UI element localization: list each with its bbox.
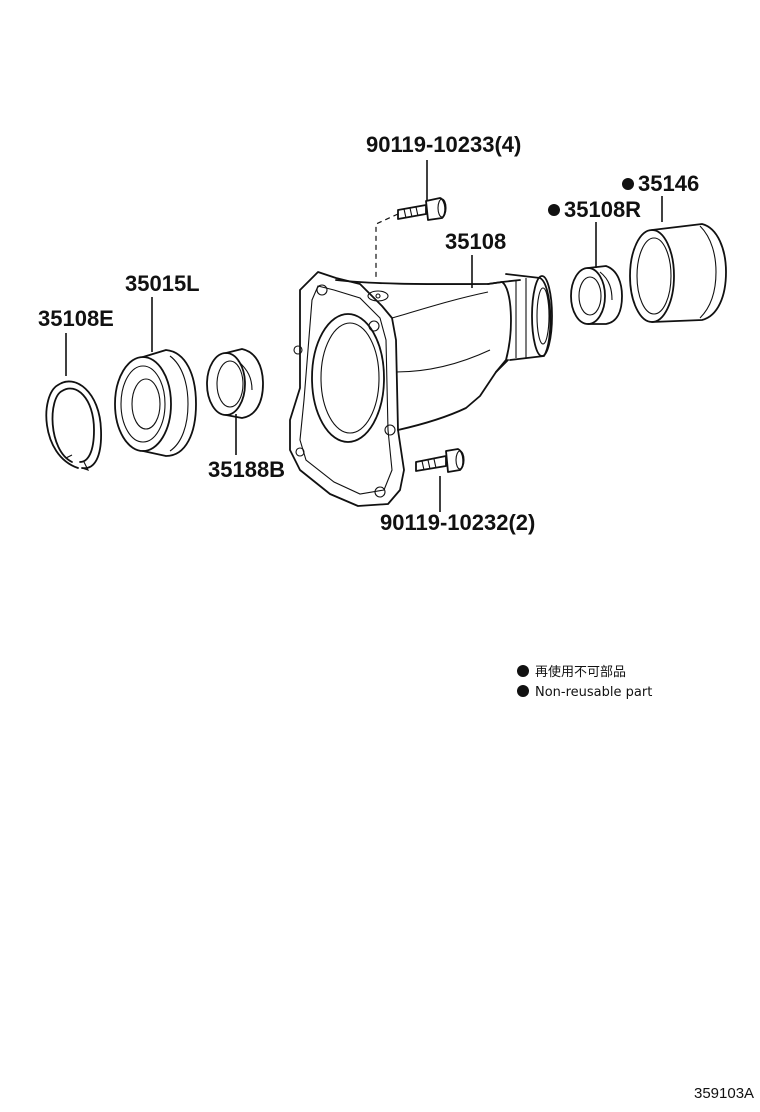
lower-bolt-part [415, 448, 465, 473]
label-bolt-upper: 90119-10233(4) [366, 132, 521, 157]
upper-bolt-part [397, 197, 447, 221]
non-reusable-marker-dust-deflector [622, 178, 634, 190]
snap-ring-part [45, 380, 102, 471]
spacer-part [206, 348, 264, 419]
oil-seal-part [570, 265, 623, 325]
legend-text-english: Non-reusable part [535, 685, 652, 700]
bearing-part [114, 349, 197, 457]
extension-housing-part [289, 271, 553, 507]
legend-text-japanese: 再使用不可部品 [535, 664, 626, 680]
label-bearing: 35015L [125, 271, 200, 296]
label-spacer: 35188B [208, 457, 285, 482]
assembly-line-upper-bolt [375, 213, 399, 280]
dust-deflector-part [629, 223, 727, 323]
label-oil-seal: 35108R [564, 197, 641, 222]
label-bolt-lower: 90119-10232(2) [380, 510, 535, 535]
non-reusable-marker-oil-seal [548, 204, 560, 216]
label-snap-ring: 35108E [38, 306, 114, 331]
label-dust-deflector: 35146 [638, 171, 699, 196]
label-extension-housing: 35108 [445, 229, 506, 254]
legend-dot-1 [517, 665, 529, 677]
legend-dot-2 [517, 685, 529, 697]
diagram-code: 359103A [694, 1085, 754, 1102]
